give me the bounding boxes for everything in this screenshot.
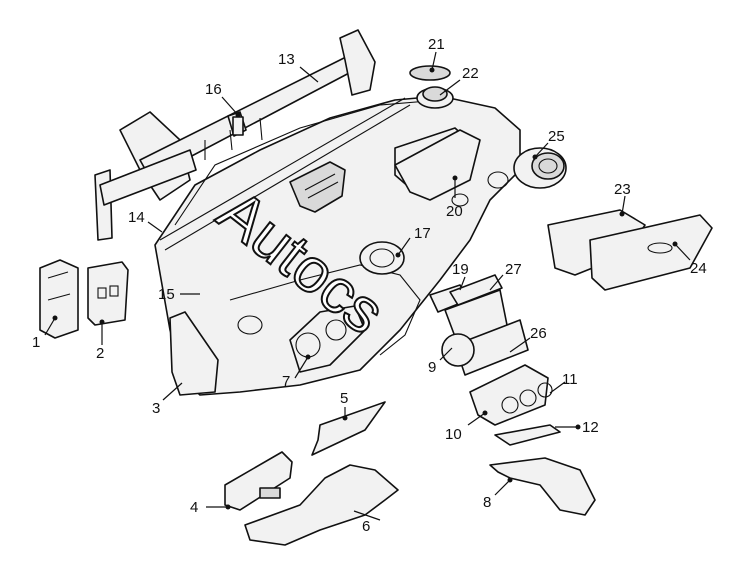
part-1-module bbox=[39, 259, 79, 339]
callout-27: 27 bbox=[505, 261, 522, 278]
callout-15: 15 bbox=[158, 286, 175, 303]
part-6-lower-trim bbox=[244, 464, 399, 546]
part-12-tray bbox=[494, 424, 561, 446]
part-8-trim bbox=[489, 457, 596, 516]
part-21-cap bbox=[409, 65, 451, 81]
callout-1: 1 bbox=[32, 334, 40, 351]
callout-19: 19 bbox=[452, 261, 469, 278]
callout-2: 2 bbox=[96, 345, 104, 362]
callout-8: 8 bbox=[483, 494, 491, 511]
callout-leaders bbox=[44, 51, 691, 521]
part-25-vent bbox=[513, 147, 567, 189]
callout-7: 7 bbox=[282, 373, 290, 390]
callout-25: 25 bbox=[548, 128, 565, 145]
callout-16: 16 bbox=[205, 81, 222, 98]
callout-5: 5 bbox=[340, 390, 348, 407]
part-27-bezel bbox=[449, 274, 503, 306]
callout-23: 23 bbox=[614, 181, 631, 198]
callout-dots bbox=[52, 67, 678, 510]
part-22-speaker bbox=[416, 86, 454, 109]
callout-14: 14 bbox=[128, 209, 145, 226]
callout-13: 13 bbox=[278, 51, 295, 68]
callout-3: 3 bbox=[152, 400, 160, 417]
callout-11: 11 bbox=[562, 371, 578, 388]
callout-24: 24 bbox=[690, 260, 707, 277]
centre-stack bbox=[441, 289, 553, 426]
callout-10: 10 bbox=[445, 426, 462, 443]
part-20-panel bbox=[394, 129, 481, 201]
callout-17: 17 bbox=[414, 225, 431, 242]
part-24-glovebox-door bbox=[589, 214, 713, 291]
callout-labels: 1 2 3 4 5 6 7 8 9 10 11 12 13 14 15 16 1… bbox=[32, 36, 707, 535]
callout-6: 6 bbox=[362, 518, 370, 535]
part-5-panel bbox=[311, 401, 386, 456]
part-2-module bbox=[87, 261, 129, 326]
callout-22: 22 bbox=[462, 65, 479, 82]
part-16-clip bbox=[232, 116, 244, 136]
callout-20: 20 bbox=[446, 203, 463, 220]
callout-4: 4 bbox=[190, 499, 198, 516]
callout-26: 26 bbox=[530, 325, 547, 342]
part-3-end-panel bbox=[169, 311, 219, 396]
part-4-bolster bbox=[224, 451, 293, 511]
part-17-vent bbox=[359, 241, 405, 275]
cross-car-beam bbox=[94, 29, 376, 241]
callout-12: 12 bbox=[582, 419, 599, 436]
callout-21: 21 bbox=[428, 36, 445, 53]
callout-9: 9 bbox=[428, 359, 436, 376]
